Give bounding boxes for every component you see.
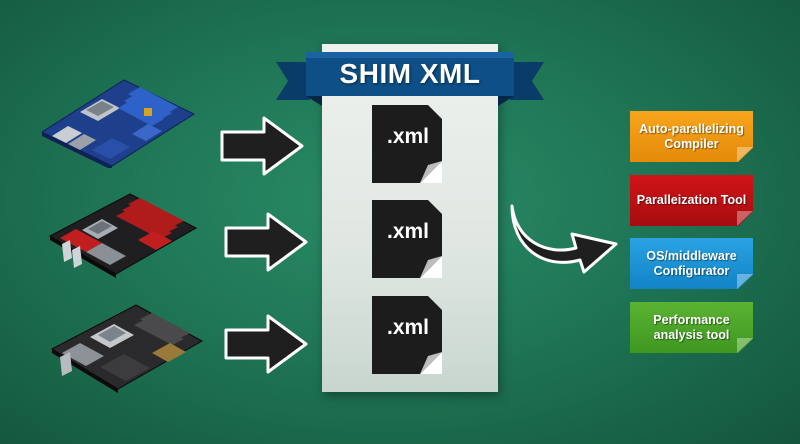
page-fold — [737, 147, 753, 162]
page-fold — [737, 274, 753, 289]
xml-file-label: .xml — [386, 220, 430, 243]
xml-file-icon: .xml — [372, 105, 442, 183]
tool-label: Auto-parallelizing Compiler — [639, 121, 744, 151]
tool-label: OS/middleware Configurator — [646, 248, 737, 278]
tool-auto-parallelizing-compiler: Auto-parallelizing Compiler — [630, 111, 753, 162]
tool-paralleization-tool: Paralleization Tool — [630, 175, 753, 226]
xml-file-icon: .xml — [372, 296, 442, 374]
page-fold — [737, 211, 753, 226]
xml-file-label: .xml — [386, 316, 430, 339]
page-fold — [737, 338, 753, 353]
xml-file-label: .xml — [386, 125, 430, 148]
right-arrow-icon — [220, 116, 304, 176]
motherboard-icon — [48, 193, 198, 278]
xml-file-icon: .xml — [372, 200, 442, 278]
tool-label: Performance analysis tool — [653, 312, 730, 342]
ribbon-banner — [276, 52, 544, 106]
curved-arrow-icon — [510, 204, 618, 274]
tool-performance-analysis: Performance analysis tool — [630, 302, 753, 353]
motherboard-icon — [40, 79, 196, 168]
motherboard-icon — [50, 304, 204, 393]
right-arrow-icon — [224, 314, 308, 374]
right-arrow-icon — [224, 212, 308, 272]
page-title: SHIM XML — [339, 58, 481, 89]
tool-os-middleware-configurator: OS/middleware Configurator — [630, 238, 753, 289]
tool-label: Paralleization Tool — [636, 193, 747, 207]
